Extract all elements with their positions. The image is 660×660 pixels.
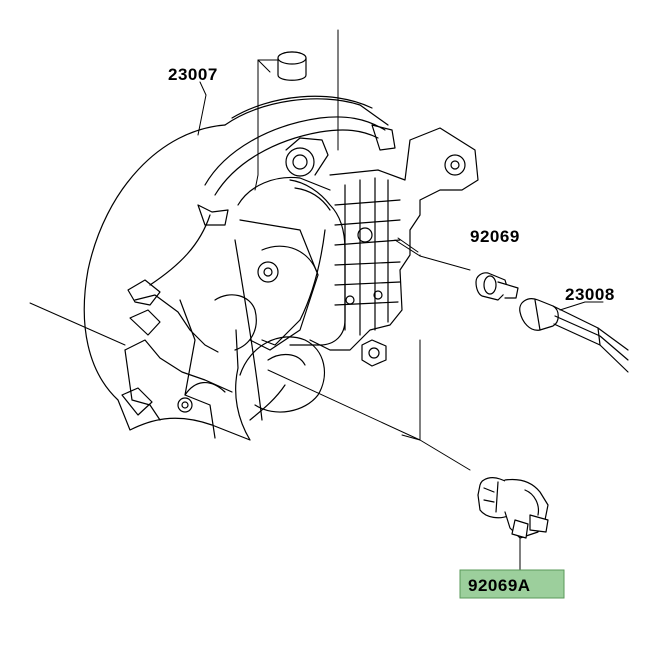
leader-lines <box>29 29 604 571</box>
small-bulb-92069 <box>475 272 519 301</box>
highlight-box-92069A <box>459 569 565 599</box>
rubber-cap <box>277 51 307 81</box>
label-92069: 92069 <box>470 227 520 246</box>
mounting-bracket <box>261 127 479 367</box>
main-bulb-92069A <box>477 477 549 539</box>
headlight-housing <box>83 95 396 441</box>
part-labels: 23007 92069 23008 92069A <box>168 65 615 599</box>
socket-23008 <box>519 298 629 373</box>
label-23008: 23008 <box>565 285 615 304</box>
label-92069A: 92069A <box>468 576 531 595</box>
label-23007: 23007 <box>168 65 218 84</box>
